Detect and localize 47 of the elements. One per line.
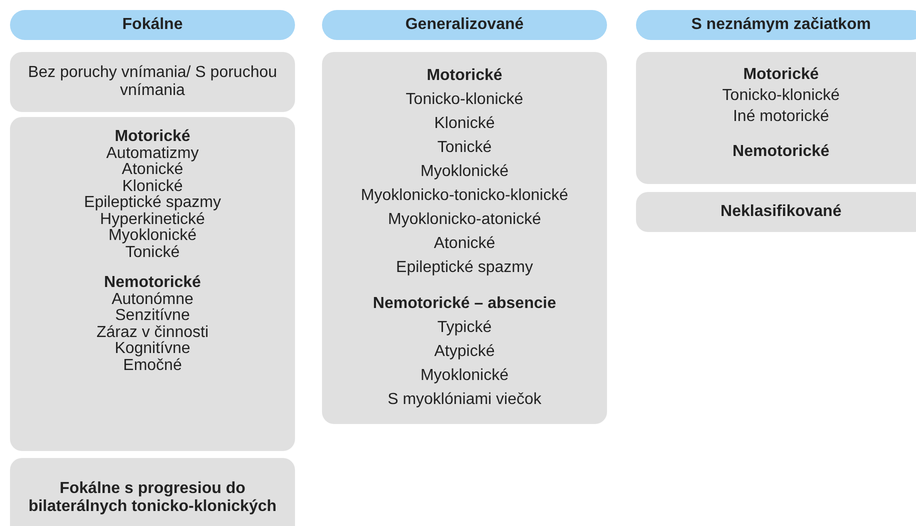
- info-box: [10, 52, 295, 112]
- category-header: [636, 10, 916, 40]
- item-text: Kognitívne: [114, 341, 190, 358]
- heading-text: Motorické: [114, 129, 190, 146]
- item-text: Myoklonické: [108, 228, 196, 244]
- heading-text: S neznámym začiatkom: [691, 16, 871, 34]
- info-box: [10, 458, 295, 526]
- item-text: Tonické: [437, 138, 492, 158]
- item-text: Epileptické spazmy: [84, 195, 221, 212]
- item-text: S myoklóniami viečok: [388, 390, 542, 410]
- item-text: Myoklonicko-atonické: [388, 210, 541, 230]
- item-text: Záraz v činnosti: [96, 324, 209, 341]
- item-text: Iné motorické: [732, 107, 830, 127]
- item-text: Myoklonicko-tonicko-klonické: [360, 186, 568, 206]
- item-text: Bez poruchy vnímania/ S poruchou vnímania: [26, 64, 278, 100]
- item-text: Tonicko-klonické: [406, 90, 524, 110]
- info-box: [10, 117, 295, 451]
- heading-text: Motorické: [743, 65, 819, 85]
- category-header: [10, 10, 295, 40]
- item-text: Senzitívne: [115, 308, 190, 324]
- item-text: Hyperkinetické: [100, 212, 205, 228]
- info-box: [322, 52, 607, 424]
- item-text: Automatizmy: [106, 146, 199, 162]
- heading-text: Motorické: [426, 66, 502, 86]
- item-text: Epileptické spazmy: [396, 258, 533, 278]
- item-text: Klonické: [122, 178, 183, 195]
- heading-text: Nemotorické: [732, 142, 830, 162]
- item-text: Tonicko-klonické: [722, 86, 840, 106]
- item-text: Emočné: [123, 358, 182, 374]
- item-text: Atonické: [122, 162, 184, 178]
- item-text: Atypické: [434, 342, 495, 362]
- heading-text: Fokálne: [122, 16, 183, 34]
- item-text: Klonické: [434, 114, 495, 134]
- heading-text: Neklasifikované: [720, 203, 842, 221]
- heading-text: Generalizované: [405, 16, 524, 34]
- item-text: Autonómne: [112, 292, 194, 308]
- item-text: Myoklonické: [420, 366, 508, 386]
- item-text: Tonické: [125, 244, 180, 261]
- item-text: Myoklonické: [420, 162, 509, 182]
- item-text: Typické: [437, 318, 492, 338]
- category-header: [322, 10, 607, 40]
- heading-text: Nemotorické – absencie: [372, 294, 556, 314]
- heading-text: Fokálne s progresiou do bilaterálnych tonicko-klonických: [27, 480, 278, 516]
- info-box: [636, 192, 916, 232]
- item-text: Atonické: [434, 234, 496, 254]
- heading-text: Nemotorické: [104, 275, 201, 292]
- info-box: [636, 52, 916, 184]
